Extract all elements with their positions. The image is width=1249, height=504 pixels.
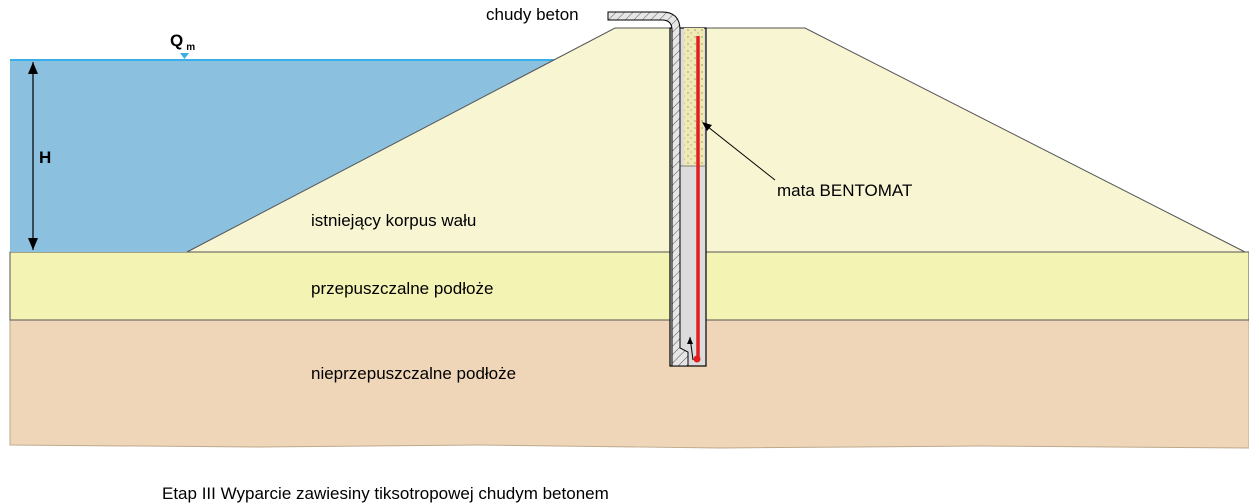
lean-concrete-pipe bbox=[607, 11, 689, 367]
height-label: H bbox=[39, 148, 51, 167]
embankment-label: istniejący korpus wału bbox=[311, 211, 476, 230]
membrane-leader bbox=[702, 122, 776, 181]
embankment-body bbox=[186, 27, 1246, 253]
slurry-trench bbox=[607, 11, 707, 367]
triangle-down-icon bbox=[180, 53, 189, 59]
permeable-label: przepuszczalne podłoże bbox=[311, 279, 493, 298]
water-body bbox=[10, 60, 555, 252]
impermeable-layer bbox=[9, 319, 1249, 449]
impermeable-label: nieprzepuszczalne podłoże bbox=[311, 364, 516, 383]
height-dimension bbox=[28, 62, 38, 250]
permeable-layer bbox=[9, 251, 1249, 321]
figure-caption: Etap III Wyparcie zawiesiny tiksotropowe… bbox=[162, 484, 609, 503]
membrane-label: mata BENTOMAT bbox=[777, 181, 912, 200]
membrane-anchor bbox=[693, 355, 701, 363]
lean-concrete-label: chudy beton bbox=[486, 5, 579, 24]
